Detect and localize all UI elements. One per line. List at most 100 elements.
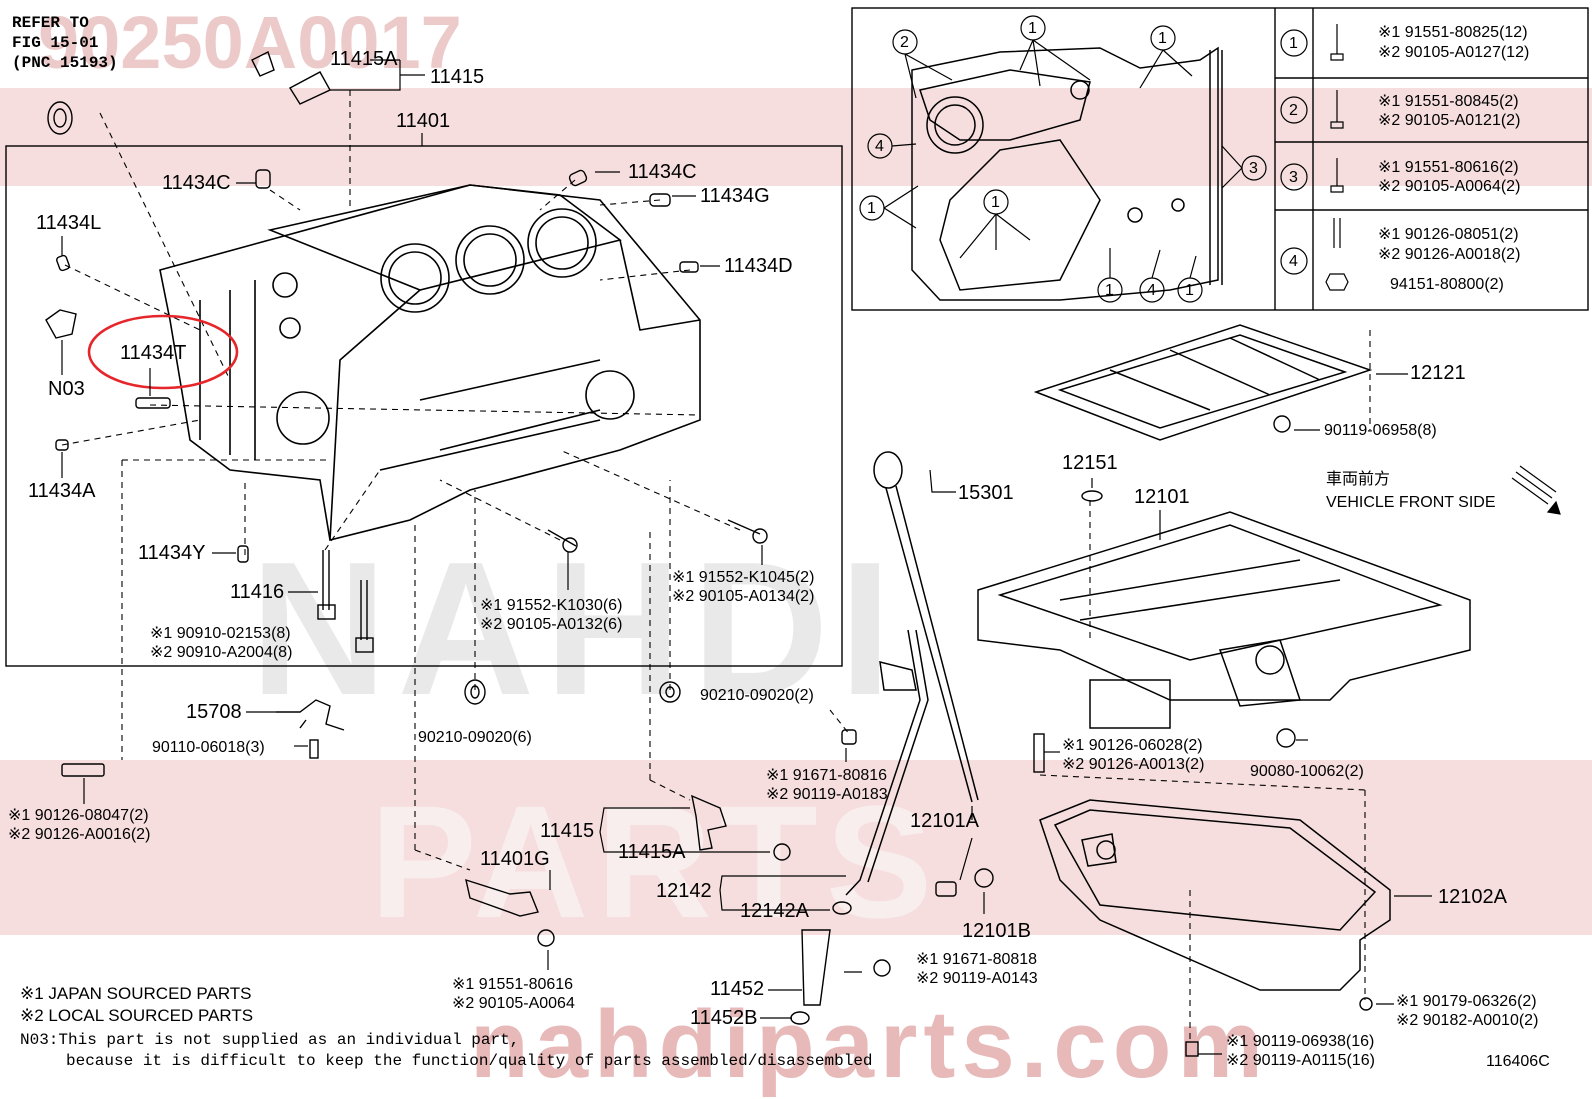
spec-08047-local: ※2 90126-A0016(2): [8, 826, 151, 843]
vehicle-front-en: VEHICLE FRONT SIDE: [1326, 494, 1496, 511]
inset-row4-line2: ※2 90126-A0018(2): [1378, 246, 1521, 263]
spec-k1030-local: ※2 90105-A0132(6): [480, 616, 623, 633]
figure-id: 116406C: [1486, 1053, 1550, 1070]
inset-row2-line1: ※1 91551-80845(2): [1378, 93, 1519, 110]
watermark-url: nahdiparts.com: [470, 991, 1269, 1098]
spec-06938-jp: ※1 90119-06938(16): [1226, 1033, 1375, 1050]
spec-80818-local: ※2 90119-A0143: [916, 970, 1038, 987]
label-N03: N03: [48, 378, 85, 400]
label-12101: 12101: [1134, 486, 1190, 508]
note-n03-line1: N03:This part is not supplied as an indi…: [20, 1031, 520, 1049]
inset-callout: 1: [867, 200, 876, 217]
inset-callout: 3: [1249, 160, 1258, 177]
spec-06028-jp: ※1 90126-06028(2): [1062, 737, 1203, 754]
label-11434D: 11434D: [724, 255, 793, 277]
spec-80816-local: ※2 90119-A0183: [766, 786, 888, 803]
note-n03-line2: because it is difficult to keep the func…: [66, 1052, 873, 1070]
label-11434C-right: 11434C: [628, 161, 697, 183]
inset-callout: 1: [1028, 20, 1037, 37]
inset-callout: 2: [900, 34, 909, 51]
spec-k1045-jp: ※1 91552-K1045(2): [672, 569, 815, 586]
label-12142A: 12142A: [740, 900, 809, 922]
refer-line-3: (PNC 15193): [12, 54, 118, 72]
inset-callout-graphics: [859, 15, 1349, 303]
label-11434L: 11434L: [36, 212, 102, 234]
label-12102A: 12102A: [1438, 886, 1507, 908]
spec-80818-jp: ※1 91671-80818: [916, 951, 1038, 968]
inset-key-2: 2: [1289, 102, 1298, 119]
label-11415-bottom: 11415: [540, 820, 595, 842]
spec-80816-jp: ※1 91671-80816: [766, 767, 888, 784]
label-11415A-bottom: 11415A: [618, 841, 686, 863]
small-parts-drawing: [45, 51, 1373, 1057]
inset-row1-line1: ※1 91551-80825(12): [1378, 24, 1528, 41]
spec-06938-local: ※2 90119-A0115(16): [1226, 1052, 1375, 1069]
spec-11416-local: ※2 90910-A2004(8): [150, 644, 293, 661]
label-leaders: [61, 59, 1432, 1055]
inset-row2-line2: ※2 90105-A0121(2): [1378, 112, 1521, 129]
label-11434Y: 11434Y: [138, 542, 206, 564]
baffle-plate-drawing: [1033, 324, 1373, 441]
spec-90110: 90110-06018(3): [152, 739, 265, 756]
inset-key-1: 1: [1289, 35, 1298, 52]
oil-pan-lower-drawing: [1039, 799, 1391, 991]
spec-06028-local: ※2 90126-A0013(2): [1062, 756, 1205, 773]
label-15301: 15301: [958, 482, 1014, 504]
label-12121: 12121: [1410, 362, 1466, 384]
label-11401: 11401: [396, 110, 451, 132]
label-11415-top: 11415: [430, 66, 485, 88]
spec-k1045-local: ※2 90105-A0134(2): [672, 588, 815, 605]
spec-90210-6: 90210-09020(6): [418, 729, 532, 746]
spec-90080: 90080-10062(2): [1250, 763, 1364, 780]
watermark-band-bottom: [0, 760, 1592, 935]
label-11452B: 11452B: [690, 1007, 758, 1029]
refer-line-1: REFER TO: [12, 14, 89, 32]
label-11434G: 11434G: [700, 185, 770, 207]
label-11452: 11452: [710, 978, 765, 1000]
cylinder-block-drawing: [159, 184, 701, 541]
vehicle-front-jp: 車両前方: [1326, 471, 1391, 488]
inset-row1-line2: ※2 90105-A0127(12): [1378, 44, 1530, 61]
inset-key-4: 4: [1289, 253, 1298, 270]
spec-80616-local: ※2 90105-A0064: [452, 995, 575, 1012]
label-11434C-left: 11434C: [162, 172, 231, 194]
highlight-ellipse: [87, 314, 239, 390]
watermark-brand-top: NAHDI: [250, 523, 902, 735]
inset-callout: 1: [1105, 282, 1114, 299]
inset-row3-line2: ※2 90105-A0064(2): [1378, 178, 1521, 195]
spec-80616-jp: ※1 91551-80616: [452, 976, 574, 993]
watermark-brand-bottom: PARTS: [370, 772, 941, 951]
vehicle-front-arrow: [1511, 465, 1561, 515]
inset-callout: 4: [1147, 282, 1156, 299]
inset-key-3: 3: [1289, 169, 1298, 186]
label-15708: 15708: [186, 701, 242, 723]
label-11434A: 11434A: [28, 480, 96, 502]
spec-90210-2: 90210-09020(2): [700, 687, 814, 704]
inset-callout: 1: [1158, 30, 1167, 47]
inset-row3-line1: ※1 91551-80616(2): [1378, 159, 1519, 176]
label-11401G: 11401G: [480, 848, 550, 870]
oil-pan-upper-drawing: [977, 511, 1471, 729]
spec-08047-jp: ※1 90126-08047(2): [8, 807, 149, 824]
label-11415A-top: 11415A: [330, 48, 398, 70]
spec-11416-jp: ※1 90910-02153(8): [150, 625, 291, 642]
label-12151: 12151: [1062, 452, 1118, 474]
note-japan-sourced: ※1 JAPAN SOURCED PARTS: [20, 984, 252, 1003]
label-11416: 11416: [230, 581, 285, 603]
label-11434T: 11434T: [120, 342, 187, 364]
spec-06326-jp: ※1 90179-06326(2): [1396, 993, 1537, 1010]
note-local-sourced: ※2 LOCAL SOURCED PARTS: [20, 1006, 254, 1025]
inset-callout: 4: [875, 138, 884, 155]
spec-90119-06958: 90119-06958(8): [1324, 422, 1437, 439]
block-frame: [5, 145, 843, 667]
timing-cover-drawing: [911, 46, 1223, 301]
label-12142: 12142: [656, 880, 712, 902]
label-12101B: 12101B: [962, 920, 1031, 942]
spec-k1030-jp: ※1 91552-K1030(6): [480, 597, 623, 614]
spec-06326-local: ※2 90182-A0010(2): [1396, 1012, 1539, 1029]
inset-frame: [851, 7, 1589, 311]
watermark-code: 90250A0017: [38, 1, 462, 84]
inset-row4-line1: ※1 90126-08051(2): [1378, 226, 1519, 243]
